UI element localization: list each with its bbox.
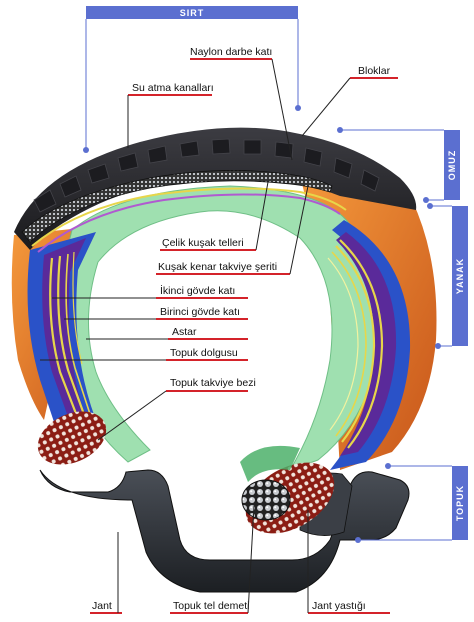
inner-liner-green bbox=[61, 185, 380, 471]
label-bezi: Topuk takviye bezi bbox=[170, 377, 256, 389]
rim bbox=[39, 469, 410, 593]
section-yanak: YANAK bbox=[427, 203, 468, 349]
callout-bloklar: Bloklar bbox=[301, 65, 398, 137]
yanak-label: YANAK bbox=[455, 258, 465, 294]
callout-tel: Topuk tel demeti bbox=[170, 505, 255, 614]
callout-jant: Jant bbox=[90, 532, 122, 614]
callout-celik: Çelik kuşak telleri bbox=[160, 181, 269, 251]
left-bead-mesh bbox=[37, 411, 107, 465]
steel-belt bbox=[21, 170, 333, 243]
sirt-label: SIRT bbox=[180, 8, 205, 18]
label-yastik: Jant yastığı bbox=[312, 600, 366, 612]
tread-blocks bbox=[33, 138, 380, 213]
section-topuk: TOPUK bbox=[355, 463, 468, 543]
section-sirt: SIRT bbox=[83, 6, 301, 153]
label-dolgu: Topuk dolgusu bbox=[170, 347, 238, 359]
label-su: Su atma kanalları bbox=[132, 82, 214, 94]
bead-wire-bundle bbox=[241, 479, 291, 521]
callout-dolgu: Topuk dolgusu bbox=[40, 347, 248, 361]
label-tel: Topuk tel demeti bbox=[173, 600, 249, 612]
right-ply-bundle bbox=[327, 220, 411, 470]
label-birinci: Birinci gövde katı bbox=[160, 306, 240, 318]
callout-su: Su atma kanalları bbox=[127, 82, 214, 148]
label-bloklar: Bloklar bbox=[358, 65, 391, 77]
callout-ikinci: İkinci gövde katı bbox=[52, 284, 248, 299]
label-naylon: Naylon darbe katı bbox=[190, 46, 272, 58]
callout-birinci: Birinci gövde katı bbox=[64, 306, 248, 320]
callout-bezi: Topuk takviye bezi bbox=[97, 377, 256, 441]
callout-yastik: Jant yastığı bbox=[307, 510, 390, 614]
label-kusak: Kuşak kenar takviye şeriti bbox=[158, 261, 277, 273]
belt-edge-strip bbox=[31, 187, 347, 247]
label-celik: Çelik kuşak telleri bbox=[162, 237, 244, 249]
topuk-label: TOPUK bbox=[455, 485, 465, 521]
omuz-label: OMUZ bbox=[447, 150, 457, 181]
callout-astar: Astar bbox=[86, 326, 248, 340]
section-omuz: OMUZ bbox=[337, 127, 460, 203]
callout-naylon: Naylon darbe katı bbox=[190, 46, 293, 161]
tire-illustration bbox=[11, 127, 437, 593]
callout-kusak: Kuşak kenar takviye şeriti bbox=[156, 185, 309, 275]
left-ply-bundle bbox=[27, 232, 101, 440]
bead-filler bbox=[240, 445, 300, 482]
label-astar: Astar bbox=[172, 326, 197, 338]
label-jant: Jant bbox=[92, 600, 112, 612]
label-ikinci: İkinci gövde katı bbox=[160, 284, 235, 297]
